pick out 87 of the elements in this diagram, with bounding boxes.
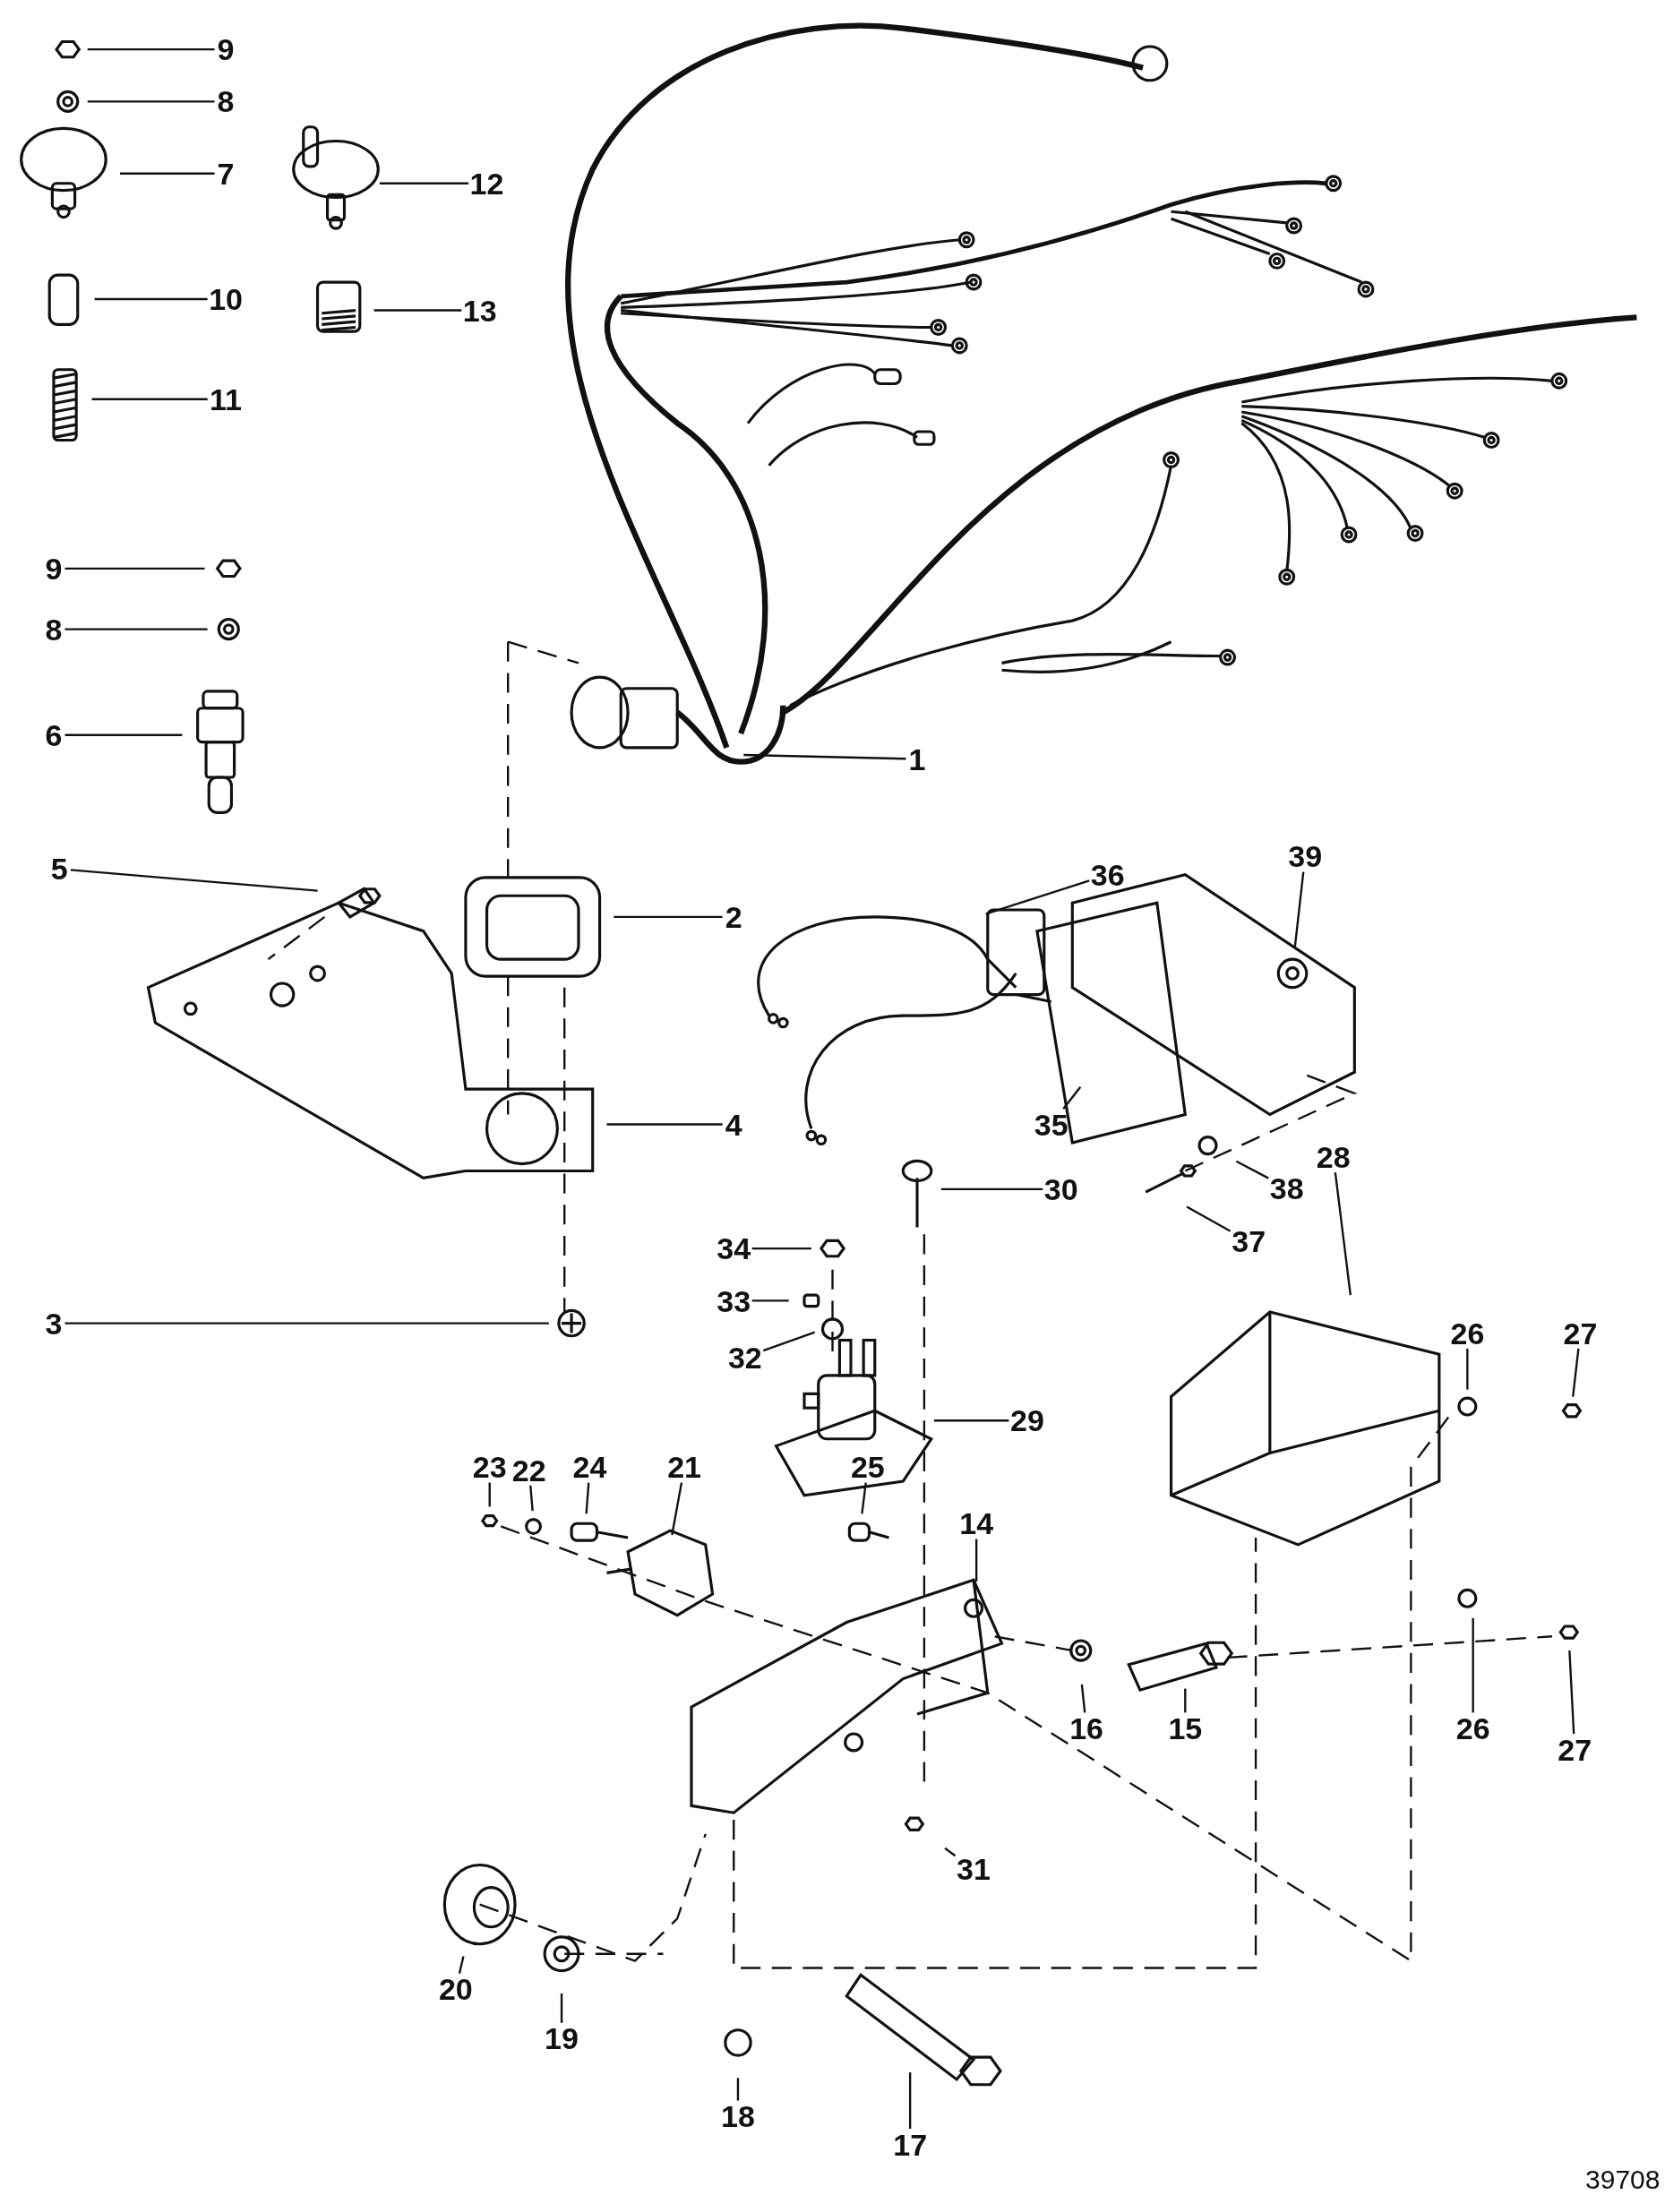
callout-number: 21 <box>667 1452 701 1483</box>
leader-line <box>64 733 183 736</box>
leader-line <box>736 2078 740 2101</box>
callout-number: 17 <box>893 2129 928 2160</box>
leader-line <box>606 1123 723 1126</box>
callout-number: 29 <box>1010 1405 1044 1436</box>
leader-line <box>585 1482 590 1514</box>
leader-line <box>751 1247 811 1250</box>
leader-line <box>940 1187 1043 1191</box>
callout-number: 37 <box>1232 1226 1266 1257</box>
leader-line <box>975 1539 978 1582</box>
drawing-number: 39708 <box>1585 2165 1661 2195</box>
leader-line <box>560 1993 563 2023</box>
callout-number: 32 <box>727 1342 762 1373</box>
leader-line <box>87 47 215 51</box>
leader-line <box>1572 1348 1580 1397</box>
leader-line <box>743 753 906 760</box>
leader-line <box>373 309 462 312</box>
leader-line <box>529 1485 534 1512</box>
callout-number: 25 <box>850 1452 885 1483</box>
callout-number: 16 <box>1069 1712 1103 1744</box>
leader-line <box>614 915 723 919</box>
leader-line <box>1235 1160 1269 1179</box>
callout-number: 9 <box>217 34 235 65</box>
leader-line <box>1062 1086 1082 1110</box>
callout-number: 8 <box>45 613 63 645</box>
callout-number: 26 <box>1450 1317 1485 1349</box>
callout-number: 4 <box>725 1109 742 1140</box>
callout-number: 27 <box>1558 1734 1592 1765</box>
callout-number: 26 <box>1455 1712 1490 1744</box>
leader-line <box>751 1299 789 1302</box>
leader-line <box>87 100 215 103</box>
leader-line <box>91 398 208 400</box>
leader-line <box>64 567 205 570</box>
leader-line <box>861 1482 867 1514</box>
callout-number: 30 <box>1043 1174 1078 1205</box>
callout-number: 6 <box>45 719 63 750</box>
leader-line <box>120 172 215 175</box>
callout-number: 12 <box>469 167 504 199</box>
leader-line <box>1568 1650 1575 1735</box>
leader-line <box>458 1956 465 1975</box>
leader-line <box>64 1322 549 1325</box>
callout-number: 14 <box>959 1508 994 1539</box>
leader-line <box>1293 871 1305 947</box>
callout-number: 10 <box>209 284 243 314</box>
callout-number: 9 <box>45 553 63 584</box>
leader-line <box>944 1847 957 1857</box>
callout-number: 11 <box>210 383 243 415</box>
callout-number: 36 <box>1090 859 1125 890</box>
leader-line <box>762 1331 816 1352</box>
leader-line <box>1184 1688 1187 1713</box>
callout-number: 13 <box>462 295 497 326</box>
leader-line <box>671 1482 683 1536</box>
leader-line <box>1334 1171 1352 1296</box>
leader-line <box>908 2072 912 2130</box>
callout-number: 24 <box>572 1452 607 1483</box>
leader-line <box>985 879 1090 915</box>
leader-line <box>379 182 469 184</box>
callout-number: 20 <box>438 1974 473 2005</box>
leader-line <box>70 869 318 892</box>
callout-number: 38 <box>1269 1172 1304 1204</box>
callout-number: 34 <box>717 1233 751 1265</box>
callout-number: 19 <box>545 2023 579 2054</box>
callout-number: 15 <box>1168 1712 1203 1744</box>
callout-number: 2 <box>725 902 742 932</box>
callout-number: 39 <box>1288 841 1323 872</box>
leader-line <box>1466 1348 1469 1390</box>
callout-number: 3 <box>45 1307 63 1339</box>
leader-line <box>488 1482 491 1507</box>
callout-number: 8 <box>217 86 235 117</box>
callout-number: 18 <box>721 2101 755 2132</box>
callout-number: 28 <box>1316 1141 1351 1172</box>
leader-line <box>933 1419 1009 1422</box>
callout-number: 22 <box>511 1454 546 1486</box>
leader-line <box>94 297 208 301</box>
callout-number: 5 <box>50 853 68 885</box>
callout-number: 31 <box>957 1854 991 1885</box>
callout-number: 7 <box>217 158 235 189</box>
leader-line <box>1186 1205 1232 1232</box>
callout-number: 1 <box>908 743 926 775</box>
leader-line <box>64 628 208 630</box>
callout-number: 33 <box>717 1285 751 1316</box>
leader-line <box>1080 1684 1086 1713</box>
callout-number: 35 <box>1034 1109 1069 1140</box>
leader-line <box>1472 1617 1474 1713</box>
callout-number: 27 <box>1563 1317 1598 1349</box>
callout-number: 23 <box>472 1452 507 1483</box>
